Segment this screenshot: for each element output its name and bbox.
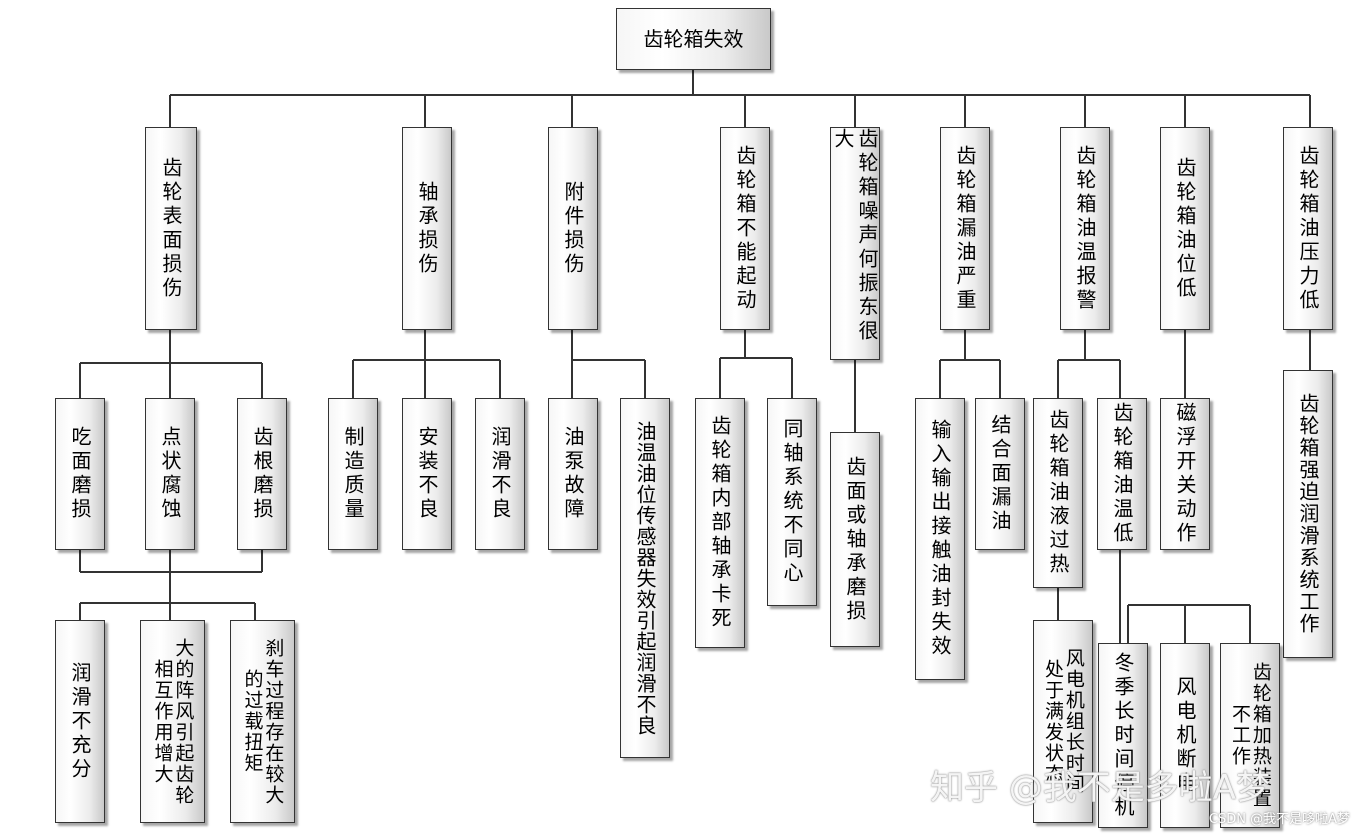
l1-label: 齿轮箱油温报警 (1073, 144, 1097, 313)
l2-node: 油泵故障 (548, 398, 598, 550)
l1-node-low-oil-level: 齿轮箱油位低 (1160, 127, 1210, 330)
l1-node-noise-vibration: 齿轮箱噪声何振东很大 (830, 127, 880, 360)
l2-node: 油温油位传感器失效引起润滑不良 (620, 398, 670, 758)
l2-node: 制造质量 (328, 398, 378, 550)
l2-label: 点状腐蚀 (158, 426, 182, 522)
l3-label-line2: 相互作用增大 (151, 658, 174, 785)
l2-node: 吃面磨损 (55, 398, 105, 550)
root-label: 齿轮箱失效 (643, 27, 744, 51)
l2-node: 齿轮箱强迫润滑系统工作 (1283, 370, 1333, 658)
l2-label: 同轴系统不同心 (780, 418, 804, 586)
l2-label: 磁浮开关动作 (1173, 402, 1197, 546)
l3-label-line1: 刹车过程存在较大 (262, 637, 285, 806)
l1-label: 齿轮箱油位低 (1173, 156, 1197, 301)
l2-node: 磁浮开关动作 (1160, 398, 1210, 550)
l3-node: 齿轮箱加热装置 不工作 (1220, 643, 1280, 828)
l3-label-line1: 风电机组长时间 (1062, 648, 1085, 795)
l2-node: 输入输出接触油封失效 (915, 398, 965, 680)
l1-node-gear-surface-damage: 齿轮表面损伤 (145, 127, 197, 330)
l3-label-line1: 齿轮箱加热装置 (1249, 662, 1272, 809)
l1-label: 轴承损伤 (415, 180, 439, 277)
l3-node: 冬季长时间停机 (1098, 643, 1148, 828)
root-node: 齿轮箱失效 (616, 8, 771, 70)
l2-node: 点状腐蚀 (145, 398, 195, 550)
l3-label: 冬季长时间停机 (1111, 651, 1135, 820)
l3-label-line1: 大的阵风引起齿轮 (172, 637, 195, 806)
l2-node: 齿轮箱内部轴承卡死 (695, 398, 745, 648)
l3-label-line2: 处于满发状态 (1042, 658, 1064, 785)
l2-node: 齿轮箱油液过热 (1033, 398, 1083, 588)
l3-node: 大的阵风引起齿轮 相互作用增大 (140, 620, 205, 823)
l3-node: 润滑不充分 (55, 620, 105, 823)
l1-node-oil-leak: 齿轮箱漏油严重 (940, 127, 990, 330)
l2-node: 润滑不良 (475, 398, 525, 550)
l1-node-cannot-start: 齿轮箱不能起动 (720, 127, 770, 330)
l2-node: 齿根磨损 (237, 398, 287, 550)
l3-node: 风电机组长时间 处于满发状态 (1033, 620, 1093, 823)
l2-node: 安装不良 (402, 398, 452, 550)
l2-node: 齿面或轴承磨损 (830, 432, 880, 647)
zhihu-watermark: 知乎 @我不是多啦A梦 (930, 768, 1271, 808)
l1-label: 齿轮箱不能起动 (733, 144, 757, 313)
l1-label: 齿轮箱噪声何振东很大 (831, 128, 879, 344)
l1-node-accessory-damage: 附件损伤 (548, 127, 598, 330)
l2-label: 制造质量 (341, 426, 365, 522)
l2-label: 齿轮箱油温低 (1110, 402, 1134, 546)
l2-label: 齿根磨损 (250, 426, 274, 522)
l2-label: 齿轮箱强迫润滑系统工作 (1296, 393, 1320, 635)
l1-node-oil-temp-alarm: 齿轮箱油温报警 (1060, 127, 1110, 330)
l2-node: 同轴系统不同心 (767, 398, 817, 606)
l1-label: 齿轮箱油压力低 (1296, 144, 1320, 313)
l3-node: 刹车过程存在较大 的过载扭矩 (230, 620, 295, 823)
l2-label: 安装不良 (415, 426, 439, 522)
l2-label: 齿面或轴承磨损 (843, 455, 867, 624)
l1-label: 附件损伤 (561, 180, 585, 277)
l1-label: 齿轮箱漏油严重 (953, 144, 977, 313)
l3-node: 风电机断电 (1160, 643, 1210, 828)
l1-label: 齿轮表面损伤 (159, 156, 183, 301)
l2-label: 油泵故障 (561, 426, 585, 522)
l2-node: 结合面漏油 (975, 398, 1025, 550)
l3-label: 润滑不充分 (68, 661, 92, 782)
l2-label: 润滑不良 (488, 426, 512, 522)
l2-label: 输入输出接触油封失效 (928, 419, 952, 659)
l3-label-line2: 的过载扭矩 (241, 669, 264, 774)
l2-label: 吃面磨损 (68, 426, 92, 522)
l2-label: 齿轮箱内部轴承卡死 (708, 415, 732, 631)
csdn-watermark: CSDN @我不是哆啦A梦 (1208, 812, 1350, 827)
l1-node-low-oil-pressure: 齿轮箱油压力低 (1283, 127, 1333, 330)
l1-node-bearing-damage: 轴承损伤 (402, 127, 452, 330)
l2-label: 结合面漏油 (988, 414, 1012, 534)
l3-label: 风电机断电 (1173, 675, 1197, 796)
l2-label: 齿轮箱油液过热 (1046, 409, 1070, 577)
l3-label-line2: 不工作 (1229, 704, 1251, 767)
l2-node: 齿轮箱油温低 (1097, 398, 1147, 550)
l2-label: 油温油位传感器失效引起润滑不良 (633, 420, 657, 736)
